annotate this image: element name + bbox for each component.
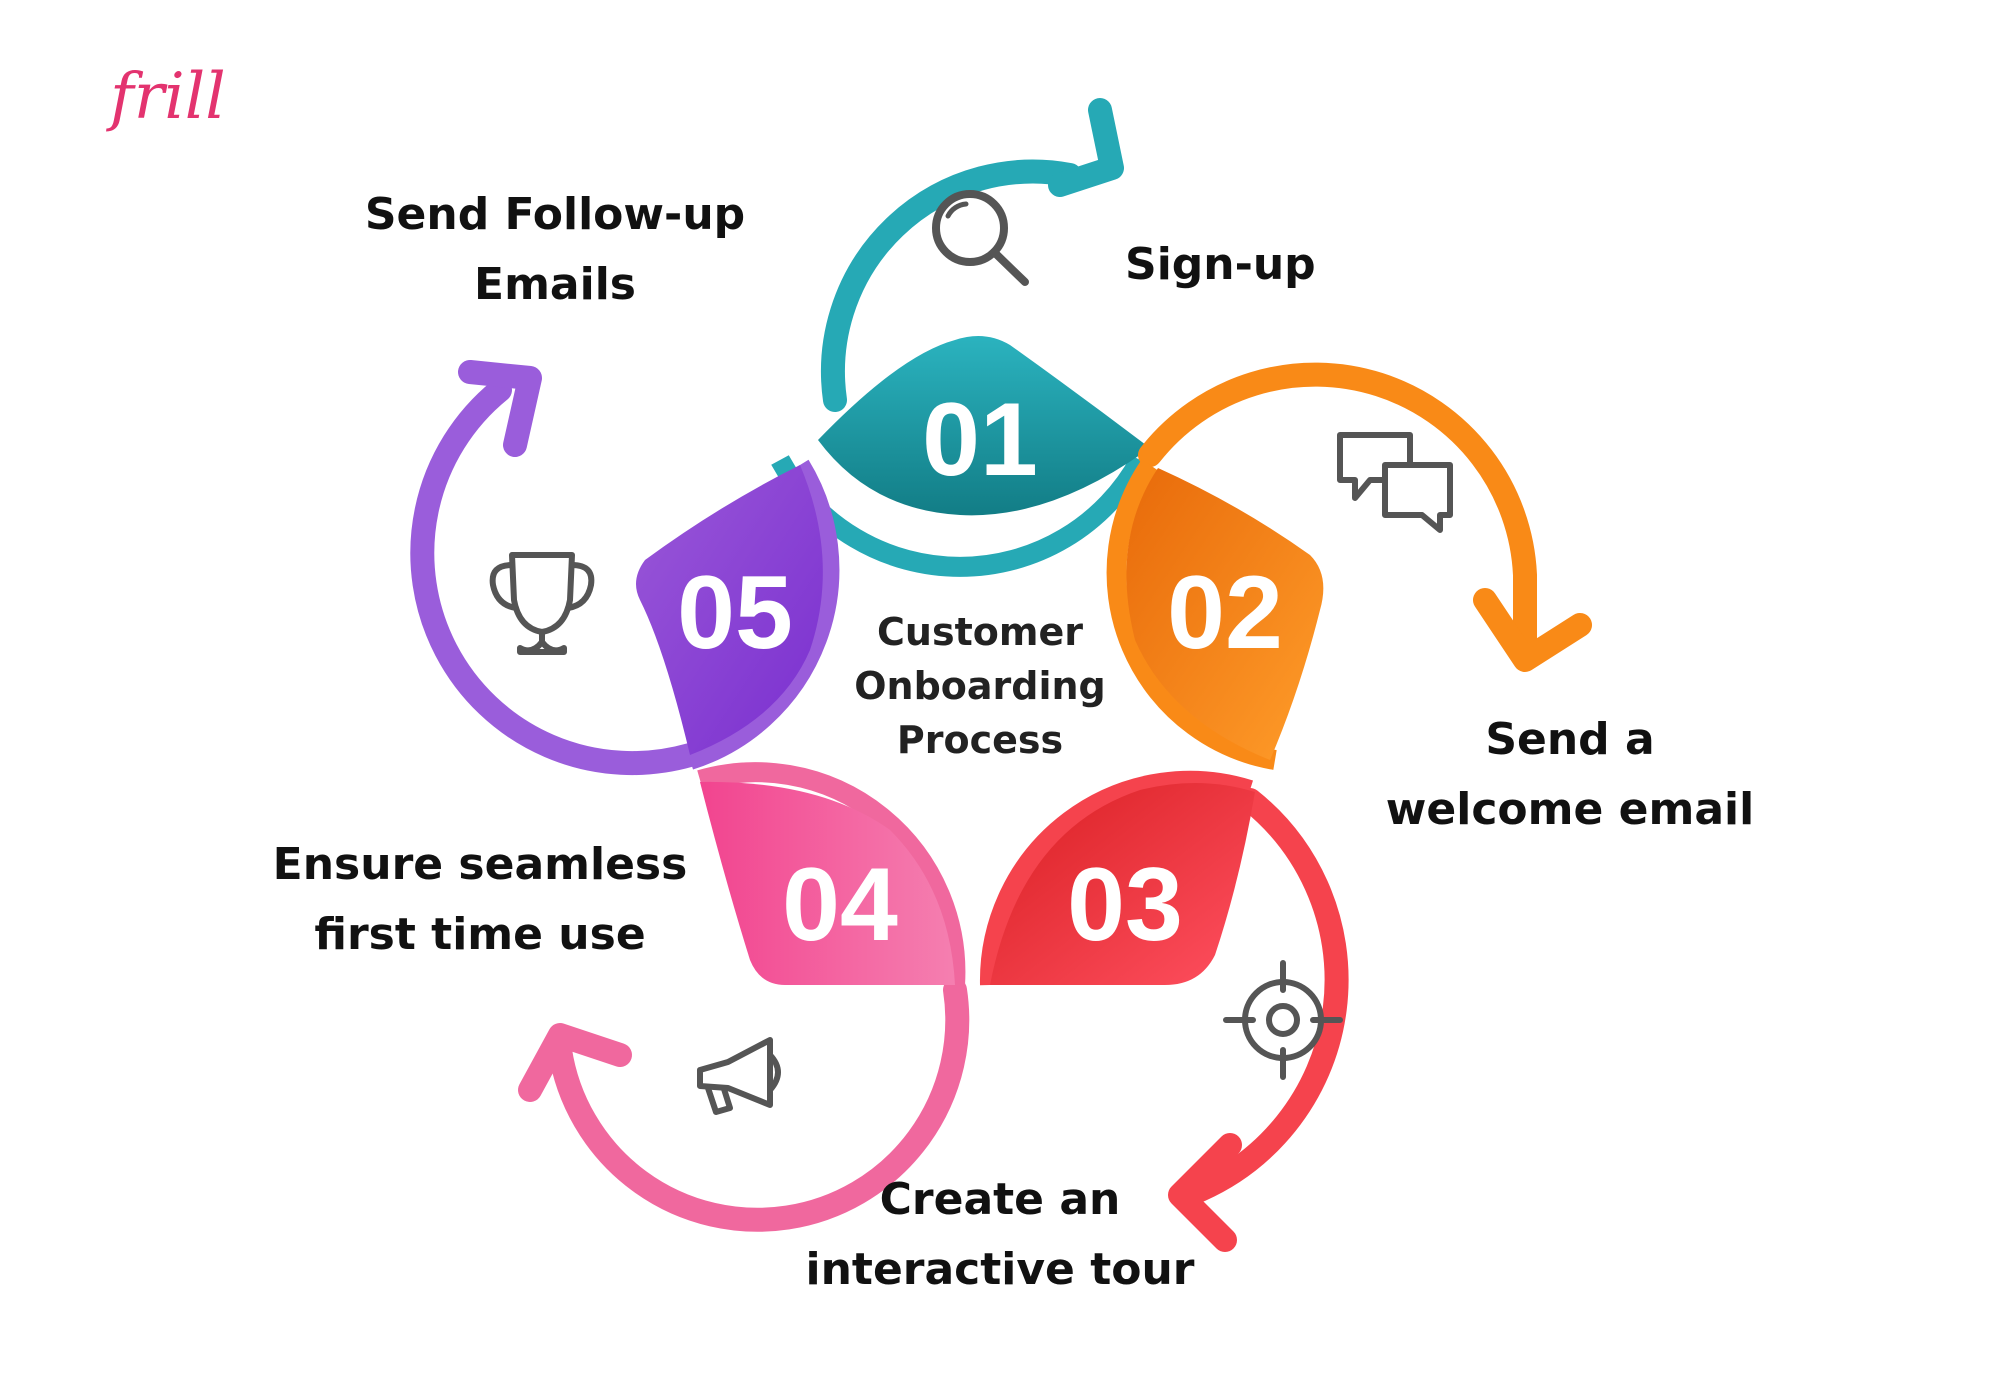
step-01-label-line-1: Sign-up — [1125, 239, 1316, 290]
center-title: Customer Onboarding Process — [840, 605, 1120, 767]
step-05-arrow-arc — [410, 378, 702, 776]
center-title-line-3: Process — [896, 718, 1064, 762]
step-04-label: Ensure seamless first time use — [270, 830, 690, 970]
trophy-icon — [489, 552, 595, 655]
step-05-group: 05 — [410, 360, 840, 776]
step-03-label-line-1: Create an — [879, 1174, 1121, 1225]
step-02-arrowhead — [1473, 588, 1592, 672]
step-04-arrowhead — [518, 1023, 632, 1102]
step-05-ring — [686, 459, 840, 770]
step-03-group: 03 — [979, 770, 1349, 1252]
step-01-segment — [818, 336, 1150, 516]
step-03-segment — [990, 782, 1255, 985]
step-05-label-line-2: Emails — [474, 259, 636, 310]
step-03-label-line-2: interactive tour — [805, 1244, 1195, 1295]
step-02-ring — [1106, 459, 1277, 770]
step-02-label-line-1: Send a — [1485, 714, 1655, 765]
step-01-number: 01 — [922, 382, 1038, 498]
step-02-group: 02 — [1106, 362, 1592, 770]
megaphone-icon — [697, 1037, 781, 1115]
step-04-label-line-2: first time use — [314, 909, 646, 960]
step-05-label-line-1: Send Follow-up — [364, 189, 746, 240]
step-04-segment — [700, 781, 955, 985]
center-title-line-1: Customer — [877, 610, 1083, 654]
center-title-line-2: Onboarding — [854, 664, 1106, 708]
step-03-label: Create an interactive tour — [800, 1165, 1200, 1305]
step-04-number: 04 — [782, 847, 898, 963]
step-01-label: Sign-up — [1125, 230, 1316, 300]
step-03-arrow-arc — [1188, 788, 1349, 1202]
step-02-label-line-2: welcome email — [1385, 784, 1755, 835]
step-05-arrowhead — [458, 360, 542, 457]
chat-bubbles-icon — [1337, 432, 1453, 533]
step-04-ring — [697, 762, 966, 986]
step-04-group: 04 — [518, 762, 970, 1232]
step-02-segment — [1126, 468, 1324, 760]
step-03-ring — [979, 770, 1253, 986]
step-04-label-line-1: Ensure seamless — [272, 839, 688, 890]
step-04-arrow-arc — [548, 978, 970, 1232]
magnifier-icon — [932, 190, 1029, 286]
step-01-arrow-arc — [821, 159, 1082, 412]
step-01-arrowhead — [1048, 98, 1124, 197]
step-02-label: Send a welcome email — [1380, 705, 1760, 845]
step-01-group: 01 — [771, 98, 1150, 577]
target-icon — [1223, 960, 1343, 1080]
step-05-number: 05 — [677, 555, 793, 671]
frill-logo: frill — [110, 60, 226, 134]
step-02-arrow-arc — [1138, 362, 1537, 662]
step-03-number: 03 — [1067, 847, 1183, 963]
step-03-arrowhead — [1168, 1133, 1242, 1252]
step-02-number: 02 — [1167, 555, 1283, 671]
step-05-label: Send Follow-up Emails — [355, 180, 755, 320]
step-05-segment — [636, 465, 823, 755]
